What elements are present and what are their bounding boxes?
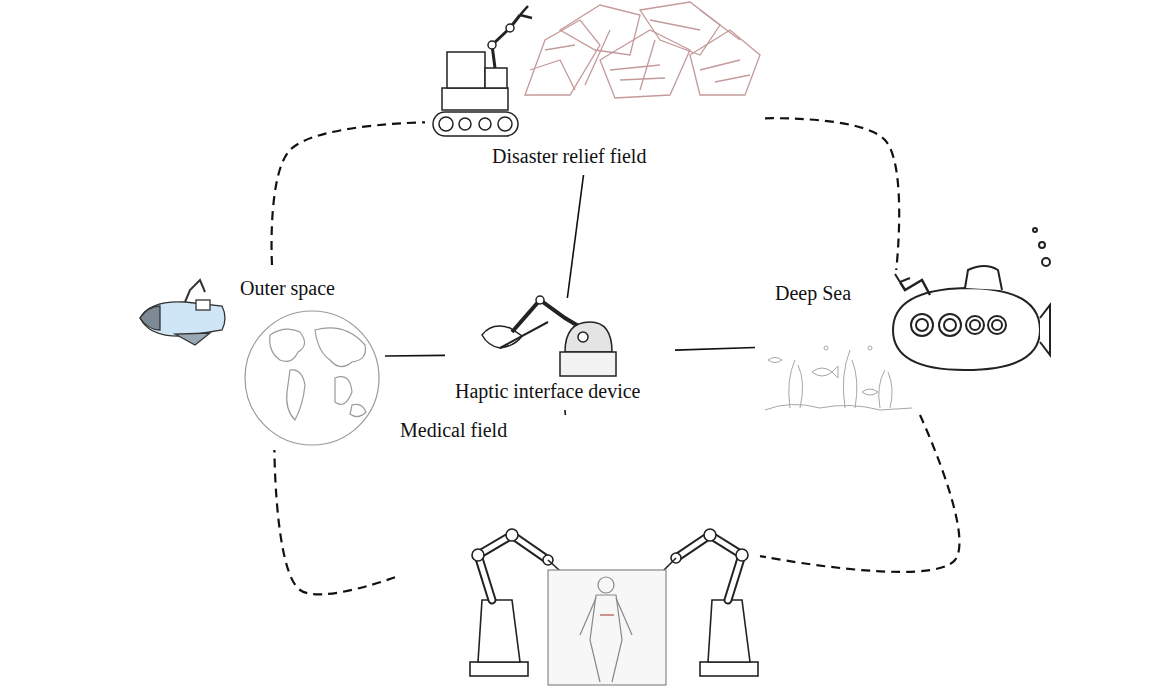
haptic-device (482, 296, 616, 376)
application-field: Outer space (130, 265, 385, 450)
space-shuttle (140, 280, 225, 345)
rescue-robot (433, 6, 532, 136)
submarine (893, 228, 1050, 370)
application-field: Disaster relief field (425, 0, 765, 175)
globe (245, 311, 379, 445)
solid-link (564, 410, 566, 415)
dashed-link (760, 415, 959, 572)
rubble (525, 2, 760, 98)
field-label: Haptic interface device (455, 380, 640, 403)
field-label: Deep Sea (775, 282, 851, 305)
dashed-link (274, 450, 395, 594)
dashed-link (272, 122, 425, 265)
field-label: Disaster relief field (492, 145, 646, 168)
field-label: Medical field (400, 419, 507, 442)
solid-link (675, 347, 755, 350)
field-label: Outer space (240, 277, 335, 300)
solid-link (567, 175, 583, 298)
application-field: Medical field (395, 415, 760, 690)
dashed-link (765, 118, 899, 270)
solid-link (385, 355, 445, 357)
application-field: Deep Sea (755, 270, 1050, 415)
patient (548, 570, 666, 685)
central-device: Haptic interface device (445, 298, 675, 410)
seabed (765, 346, 912, 410)
